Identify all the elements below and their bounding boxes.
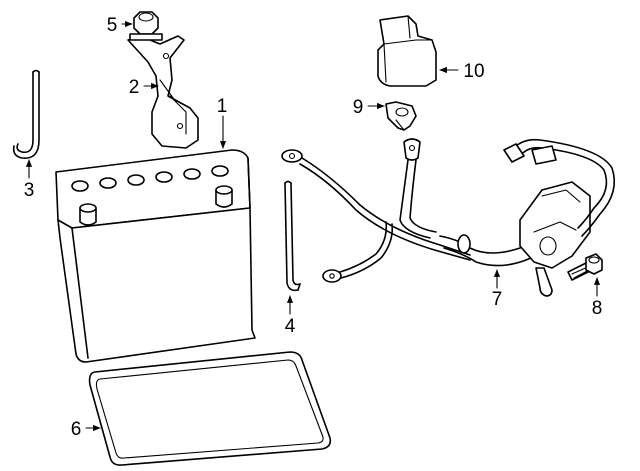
callout-3: 3 [24, 180, 35, 201]
hold-down-rod-3 [12, 69, 40, 159]
terminal-clip [385, 101, 417, 131]
callout-numbers: 1 2 3 4 5 6 7 8 9 10 [24, 15, 603, 440]
hold-down-bracket [127, 35, 199, 149]
bolt [567, 253, 603, 281]
hold-down-rod-4 [284, 180, 301, 292]
nut [129, 11, 163, 41]
callout-1: 1 [217, 96, 228, 117]
callout-7: 7 [492, 289, 503, 310]
battery-terminal-left [79, 203, 97, 226]
callout-4: 4 [285, 316, 296, 337]
battery-terminal-right [215, 185, 233, 208]
leader-lines [25, 20, 601, 432]
cell-caps [71, 165, 229, 192]
callout-5: 5 [107, 15, 118, 36]
cable-harness [281, 138, 616, 297]
battery-tray [88, 351, 332, 466]
callout-9: 9 [353, 97, 364, 118]
callout-8: 8 [592, 298, 603, 319]
callout-6: 6 [71, 419, 82, 440]
battery [55, 149, 256, 363]
callout-10: 10 [463, 61, 484, 82]
terminal-cover [377, 15, 437, 87]
callout-2: 2 [129, 77, 140, 98]
